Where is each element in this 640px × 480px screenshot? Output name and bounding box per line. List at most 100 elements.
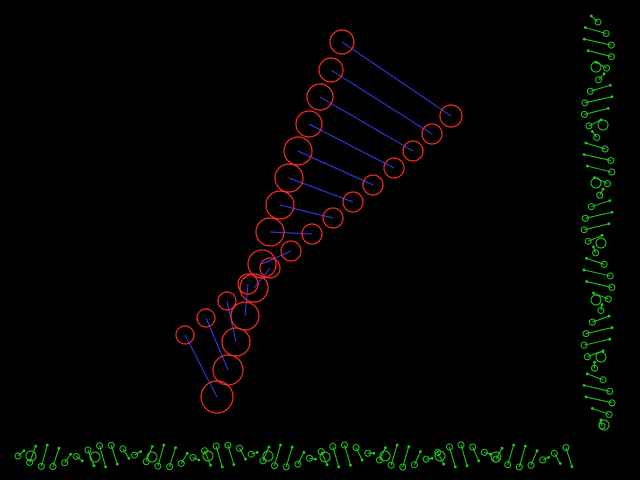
helix-tip (465, 464, 469, 468)
chain-link (330, 69, 433, 135)
helix-tip (600, 233, 604, 237)
helix-rung (590, 15, 599, 23)
chain-node-right (402, 140, 424, 162)
helix-tip (608, 199, 612, 203)
helix-tip (610, 210, 614, 214)
helix-tip (244, 457, 247, 461)
helix-ring (434, 450, 446, 462)
helix-tip (500, 446, 504, 450)
helix-tip (589, 14, 593, 18)
helix-rung (274, 444, 281, 466)
chain-node-left (212, 354, 244, 386)
helix-node (224, 441, 232, 449)
helix-ring (319, 451, 331, 463)
helix-rung (99, 445, 107, 468)
helix-node (581, 99, 589, 107)
helix-tip (139, 450, 142, 453)
helix-node (387, 461, 395, 469)
helix-node (594, 18, 602, 26)
chain-link (269, 231, 313, 235)
helix-node (84, 446, 92, 454)
chain-link (288, 177, 354, 203)
chain-node-left (230, 301, 260, 331)
helix-node (410, 461, 418, 469)
chain-node-left (318, 57, 344, 83)
bottom-helix-chain (14, 441, 574, 471)
helix-node (96, 442, 104, 450)
chain-node-left (265, 190, 295, 220)
helix-tip (570, 465, 574, 469)
helix-tip (610, 95, 614, 99)
helix-tip (585, 280, 589, 283)
helix-tip (535, 449, 539, 453)
helix-rung (594, 177, 608, 185)
helix-node (399, 463, 407, 471)
helix-tip (608, 83, 612, 87)
helix-tip (585, 164, 589, 168)
helix-node (14, 452, 22, 460)
chain-node-right (421, 123, 443, 145)
helix-tip (185, 451, 189, 455)
helix-tip (606, 106, 610, 110)
helix-node (604, 295, 612, 303)
helix-tip (608, 337, 612, 341)
helix-node (591, 364, 599, 372)
helix-node (364, 449, 372, 457)
helix-ring (89, 451, 101, 463)
helix-node (131, 451, 139, 459)
helix-rung (215, 445, 223, 468)
helix-tip (290, 445, 294, 449)
helix-tip (430, 456, 434, 460)
helix-rung (122, 448, 130, 459)
chain-link (319, 96, 414, 152)
helix-tip (601, 349, 605, 353)
helix-tip (585, 372, 589, 376)
helix-rung (343, 444, 351, 466)
chain-node-right (237, 273, 259, 295)
helix-tip (592, 291, 595, 295)
helix-rung (583, 269, 611, 277)
helix-rung (402, 446, 410, 468)
helix-node (539, 456, 547, 464)
helix-tip (586, 49, 590, 53)
helix-tip (150, 445, 154, 448)
helix-tip (523, 444, 527, 448)
helix-rung (585, 327, 613, 335)
helix-tip (57, 446, 61, 450)
helix-tip (584, 141, 588, 145)
helix-ring (202, 450, 214, 462)
helix-tip (419, 450, 422, 454)
helix-tip (582, 268, 586, 272)
helix-tip (92, 464, 96, 468)
helix-tip (104, 465, 108, 469)
helix-node (434, 448, 442, 456)
helix-tip (279, 443, 282, 447)
helix-ring (595, 237, 607, 249)
helix-rung (437, 452, 445, 465)
helix-tip (255, 450, 259, 454)
chain-node-right (342, 191, 364, 213)
helix-rung (587, 165, 612, 173)
helix-node (271, 462, 279, 470)
helix-tip (174, 446, 177, 450)
chain-node-right (301, 223, 323, 245)
helix-node (107, 441, 115, 449)
helix-node (583, 353, 591, 361)
helix-node (587, 203, 595, 211)
helix-ring (590, 177, 602, 189)
helix-rung (587, 234, 603, 242)
helix-ring (598, 419, 610, 431)
helix-node (37, 462, 45, 470)
helix-node (580, 226, 588, 234)
helix-node (608, 399, 616, 407)
helix-node (305, 454, 313, 462)
helix-tip (34, 444, 38, 448)
helix-node (49, 463, 57, 471)
helix-node (480, 448, 488, 456)
helix-rung (518, 445, 526, 468)
helix-ring (595, 351, 607, 363)
helix-tip (585, 257, 588, 260)
helix-node (550, 449, 558, 457)
helix-ring (490, 451, 502, 463)
